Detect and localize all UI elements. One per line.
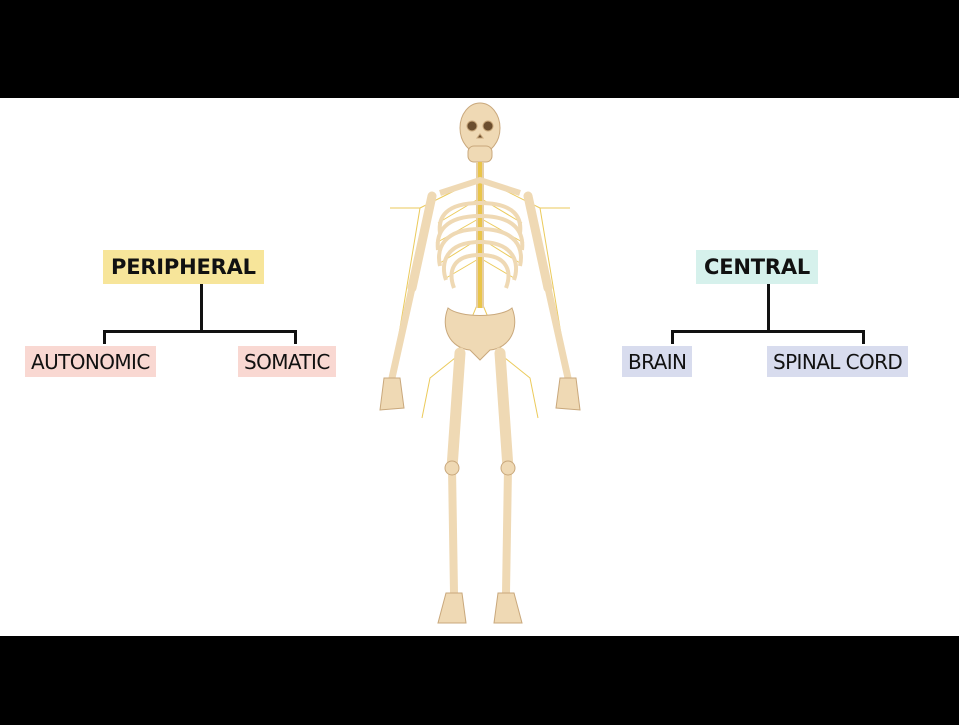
peripheral-connector-left [103, 330, 106, 344]
peripheral-connector-right [294, 330, 297, 344]
autonomic-label: AUTONOMIC [25, 346, 156, 377]
central-connector-left [671, 330, 674, 344]
spinal-cord-label: SPINAL CORD [767, 346, 908, 377]
peripheral-connector-bar [103, 330, 297, 333]
central-connector-bar [671, 330, 865, 333]
skeleton-with-nerves-illustration [360, 98, 600, 636]
brain-label: BRAIN [622, 346, 692, 377]
hands-and-feet [380, 378, 580, 623]
diagram-canvas: PERIPHERAL AUTONOMIC SOMATIC CENTRAL BRA… [0, 98, 959, 636]
somatic-label: SOMATIC [238, 346, 336, 377]
central-title: CENTRAL [696, 250, 818, 284]
peripheral-connector-stem [200, 284, 203, 331]
central-connector-stem [767, 284, 770, 331]
skull [460, 103, 500, 162]
central-connector-right [862, 330, 865, 344]
spine-and-ribs [438, 162, 523, 308]
letterbox-top [0, 0, 959, 98]
peripheral-title: PERIPHERAL [103, 250, 264, 284]
letterbox-bottom [0, 636, 959, 725]
